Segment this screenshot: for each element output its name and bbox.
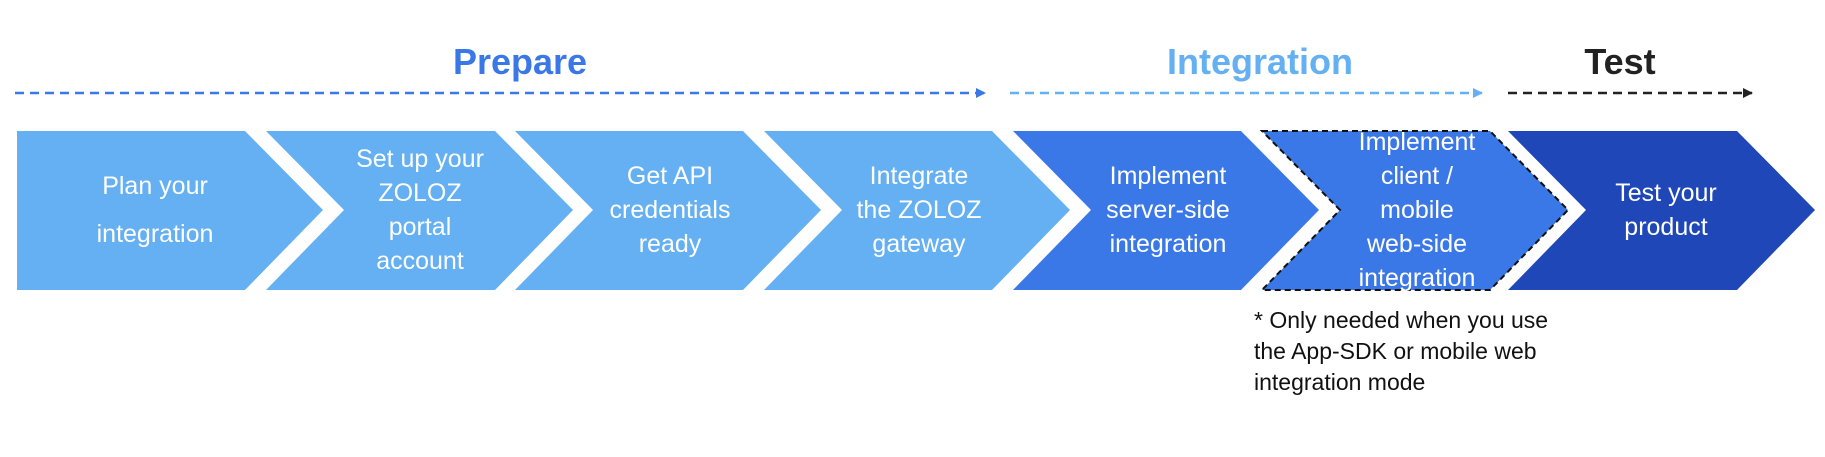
phase-title-test: Test xyxy=(1584,41,1656,82)
step-label-line: credentials xyxy=(609,196,731,224)
step-label-plan-integration: Plan your integration xyxy=(40,130,270,290)
step-label-line: Get API xyxy=(626,162,714,190)
chevron-plan-integration xyxy=(17,131,323,290)
chevron-integrate-gateway xyxy=(764,131,1070,290)
step-label-integrate-gateway: Integrate the ZOLOZ gateway xyxy=(809,130,1029,290)
footnote: * Only needed when you use the App-SDK o… xyxy=(1254,307,1549,395)
chevron-client-side xyxy=(1259,130,1570,291)
chevron-server-side xyxy=(1013,131,1319,290)
step-label-line: ready xyxy=(638,230,702,258)
step-chevrons xyxy=(17,130,1815,291)
step-label-line: portal xyxy=(388,213,452,241)
chevron-setup-portal xyxy=(266,131,573,290)
step-label-line: integration xyxy=(1109,230,1227,258)
step-label-line: Set up your xyxy=(356,145,484,173)
step-label-line: gateway xyxy=(872,230,966,258)
chevron-test-product xyxy=(1508,131,1815,290)
step-label-api-credentials: Get API credentials ready xyxy=(560,130,780,290)
step-label-line: mobile xyxy=(1380,196,1454,224)
step-label-setup-portal: Set up your ZOLOZ portal account xyxy=(310,130,530,290)
phase-title-integration: Integration xyxy=(1167,41,1353,82)
step-label-client-side: Implement client / mobile web-side integ… xyxy=(1307,128,1527,292)
step-label-test-product: Test your product xyxy=(1556,130,1776,290)
step-label-line: Implement xyxy=(1358,128,1476,156)
step-label-line: Integrate xyxy=(869,162,969,190)
step-label-line: web-side xyxy=(1366,230,1468,258)
step-label-line: ZOLOZ xyxy=(378,179,462,207)
step-label-server-side: Implement server-side integration xyxy=(1058,130,1278,290)
phase-title-prepare: Prepare xyxy=(452,41,588,82)
step-label-line: Plan your xyxy=(102,172,208,200)
step-label-line: product xyxy=(1624,213,1708,241)
step-label-line: Implement xyxy=(1109,162,1227,190)
step-label-line: integration xyxy=(96,220,214,248)
chevron-api-credentials xyxy=(515,131,821,290)
step-label-line: client / xyxy=(1380,162,1454,190)
step-label-line: Test your xyxy=(1615,179,1717,207)
step-label-line: server-side xyxy=(1106,196,1230,224)
step-label-line: the ZOLOZ xyxy=(856,196,982,224)
step-label-line: account xyxy=(376,247,464,275)
step-label-line: integration xyxy=(1358,264,1476,292)
